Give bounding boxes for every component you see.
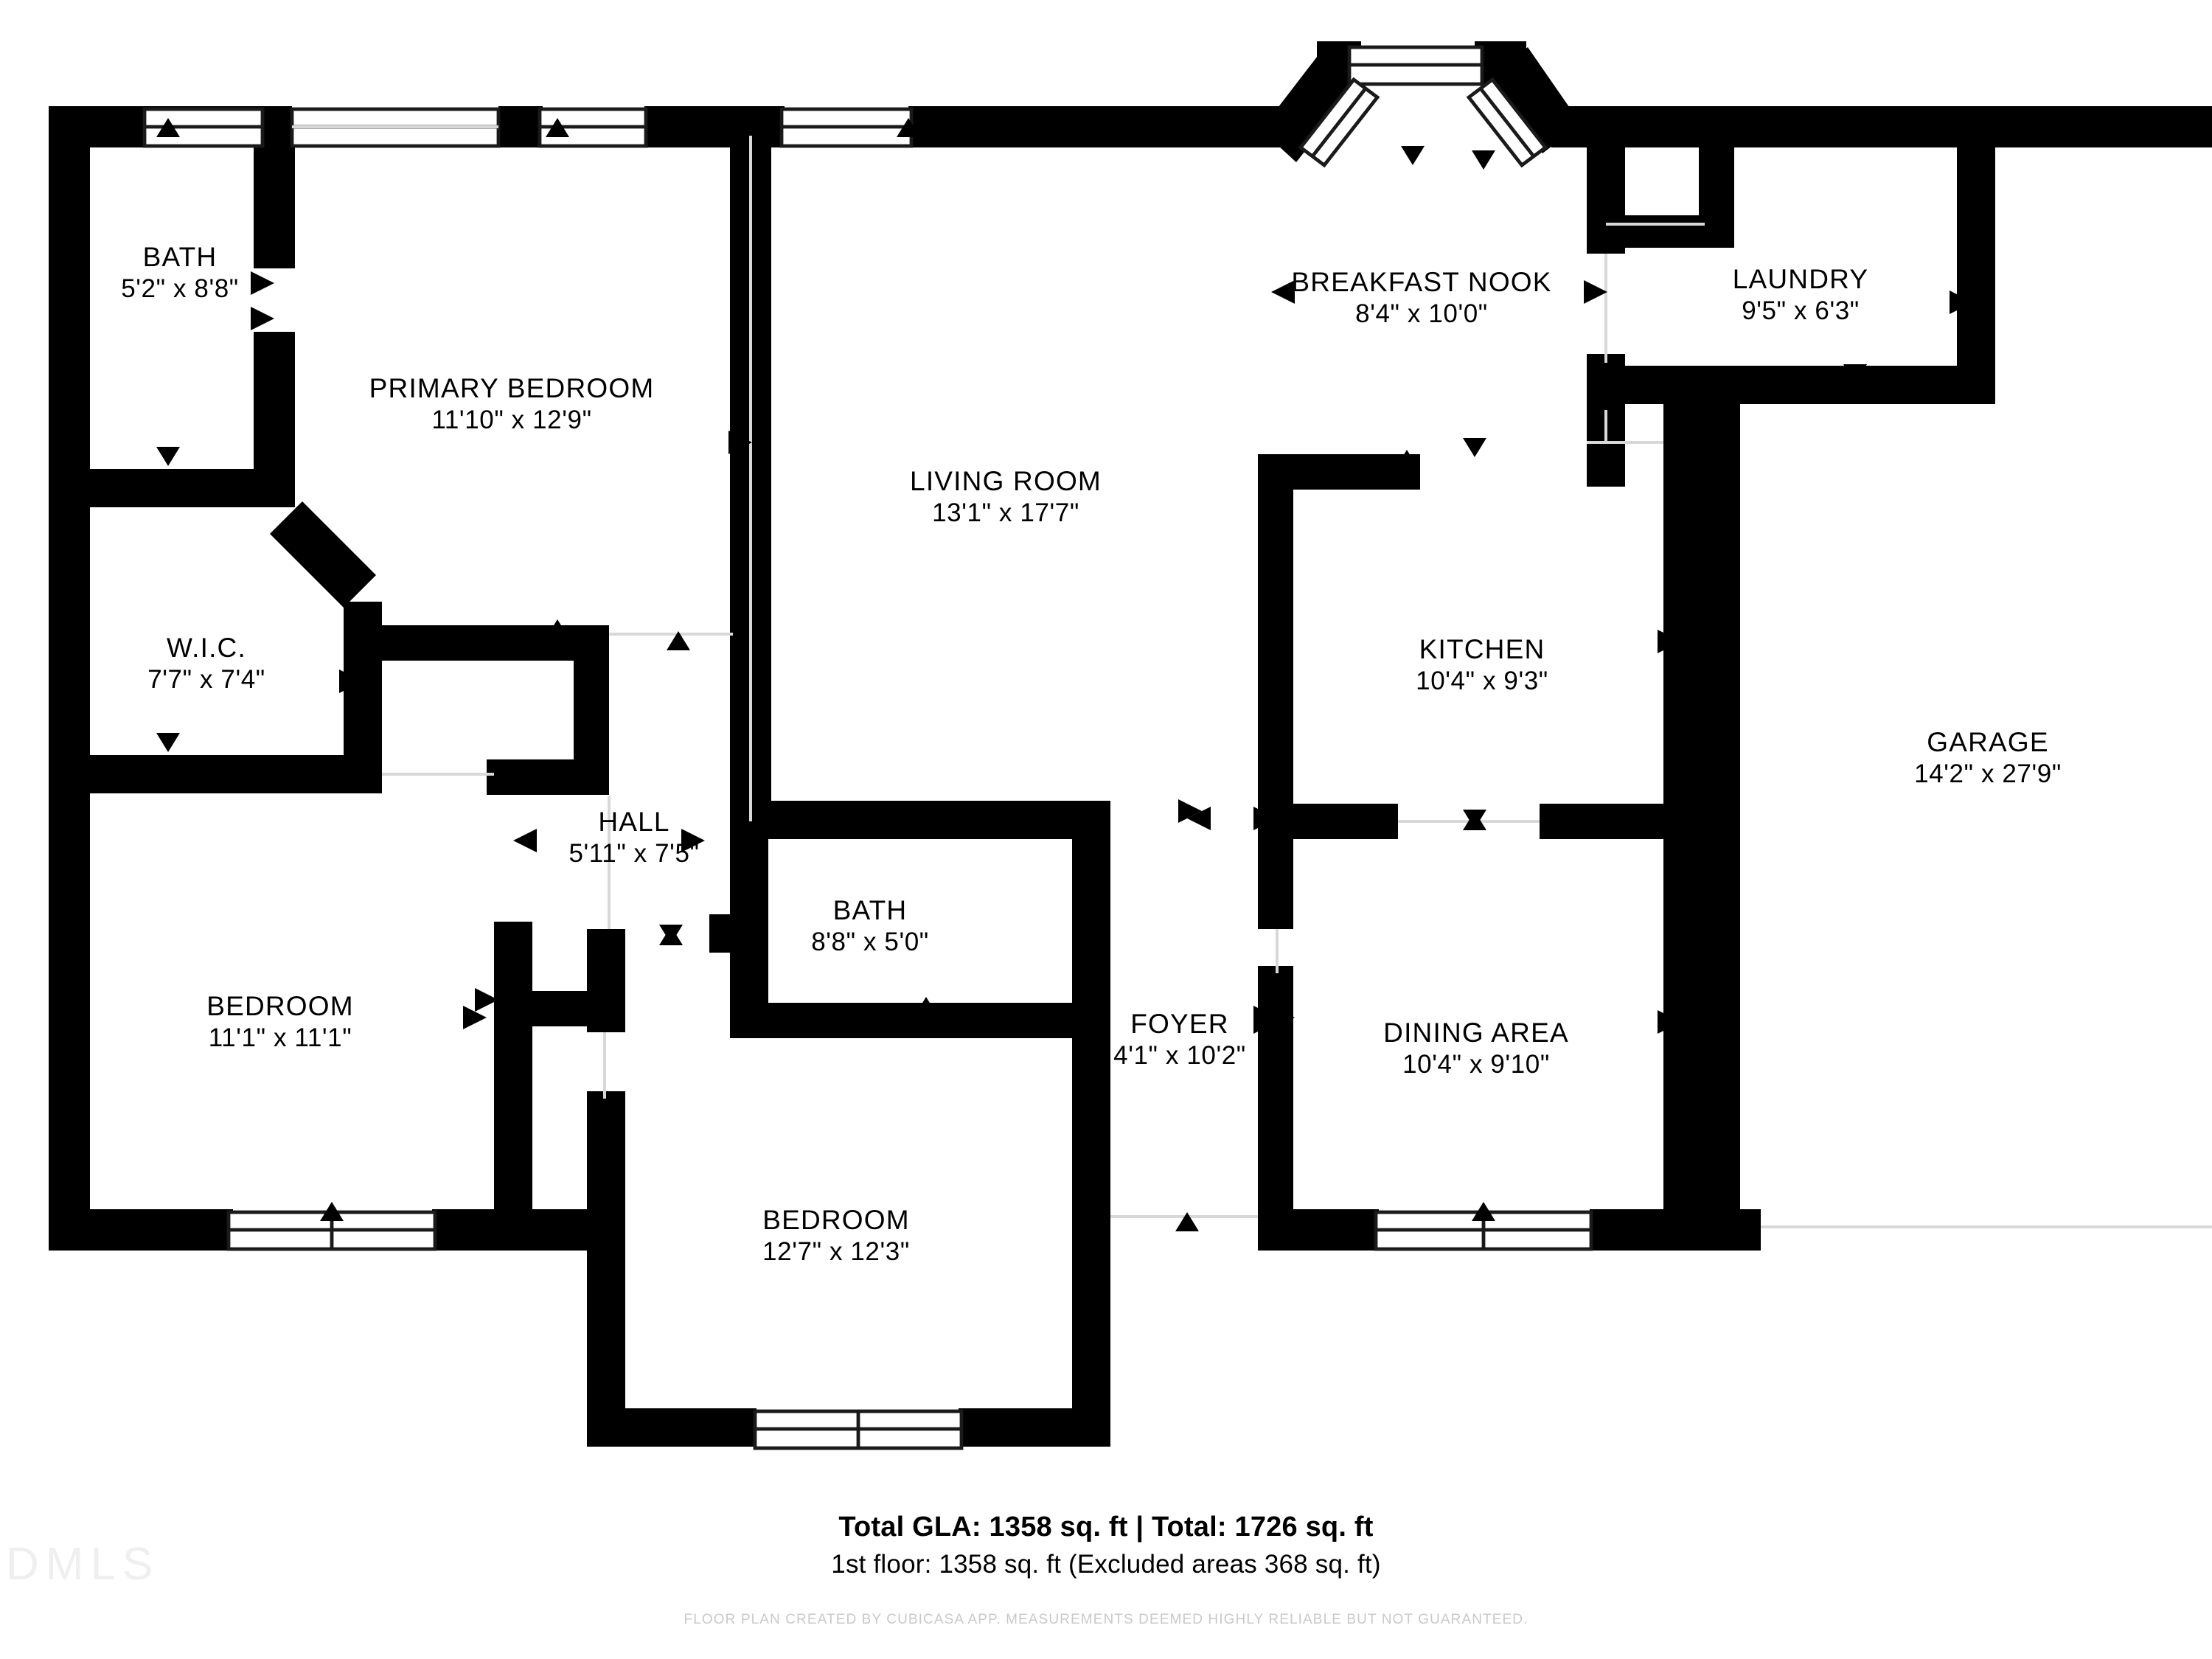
room-label-bath-hall: BATH 8'8" x 5'0" [811,894,929,959]
room-dimension: 4'1" x 10'2" [1113,1041,1246,1071]
room-label-hall: HALL 5'11" x 7'5" [568,805,699,870]
room-dimension: 8'8" x 5'0" [811,928,929,957]
dimension-arrows [59,118,2121,1231]
room-label-bath-primary: BATH 5'2" x 8'8" [121,240,239,305]
room-label-living-room: LIVING ROOM 13'1" x 17'7" [910,465,1102,529]
room-name: FOYER [1130,1009,1229,1040]
room-dimension: 5'11" x 7'5" [568,839,700,869]
room-dimension: 10'4" x 9'10" [1402,1050,1550,1079]
room-dimension: 10'4" x 9'3" [1416,667,1548,696]
room-label-breakfast-nook: BREAKFAST NOOK 8'4" x 10'0" [1291,265,1551,330]
room-label-kitchen: KITCHEN 10'4" x 9'3" [1416,633,1548,698]
room-name: BEDROOM [762,1205,910,1236]
room-name: LAUNDRY [1732,264,1869,295]
room-label-laundry: LAUNDRY 9'5" x 6'3" [1733,262,1869,327]
room-dimension: 13'1" x 17'7" [932,498,1079,528]
room-name: W.I.C. [167,633,246,664]
room-name: PRIMARY BEDROOM [369,373,655,404]
plan-footer: Total GLA: 1358 sq. ft | Total: 1726 sq.… [0,1512,2212,1628]
room-name: LIVING ROOM [910,466,1102,497]
mls-watermark: DMLS [6,1539,160,1590]
room-label-dining-area: DINING AREA 10'4" x 9'10" [1383,1016,1569,1081]
room-dimension: 14'2" x 27'9" [1914,759,2062,789]
room-dimension: 7'7" x 7'4" [147,665,265,695]
total-area-summary: Total GLA: 1358 sq. ft | Total: 1726 sq.… [838,1512,1374,1543]
room-name: GARAGE [1927,727,2049,758]
room-dimension: 11'1" x 11'1" [208,1023,352,1053]
room-label-garage: GARAGE 14'2" x 27'9" [1914,726,2062,790]
room-dimension: 11'10" x 12'9" [431,406,592,435]
room-dimension: 9'5" x 6'3" [1742,296,1860,326]
room-name: HALL [598,807,670,838]
room-dimension: 8'4" x 10'0" [1355,299,1488,329]
room-label-primary-bedroom: PRIMARY BEDROOM 11'10" x 12'9" [369,372,655,437]
first-floor-summary: 1st floor: 1358 sq. ft (Excluded areas 3… [831,1550,1381,1579]
room-label-wic: W.I.C. 7'7" x 7'4" [147,631,265,696]
room-label-bedroom-front: BEDROOM 12'7" x 12'3" [762,1203,910,1268]
room-name: BREAKFAST NOOK [1291,267,1552,298]
room-name: BATH [832,895,908,926]
room-name: KITCHEN [1419,634,1545,665]
room-dimension: 5'2" x 8'8" [121,274,239,304]
room-label-foyer: FOYER 4'1" x 10'2" [1113,1007,1246,1072]
room-name: DINING AREA [1383,1018,1569,1048]
room-label-bedroom-left: BEDROOM 11'1" x 11'1" [206,990,354,1054]
room-name: BEDROOM [206,991,354,1022]
walls-group [49,41,2212,1447]
plan-disclaimer: FLOOR PLAN CREATED BY CUBICASA APP. MEAS… [684,1612,1528,1627]
room-dimension: 12'7" x 12'3" [762,1237,910,1267]
room-name: BATH [142,242,218,273]
